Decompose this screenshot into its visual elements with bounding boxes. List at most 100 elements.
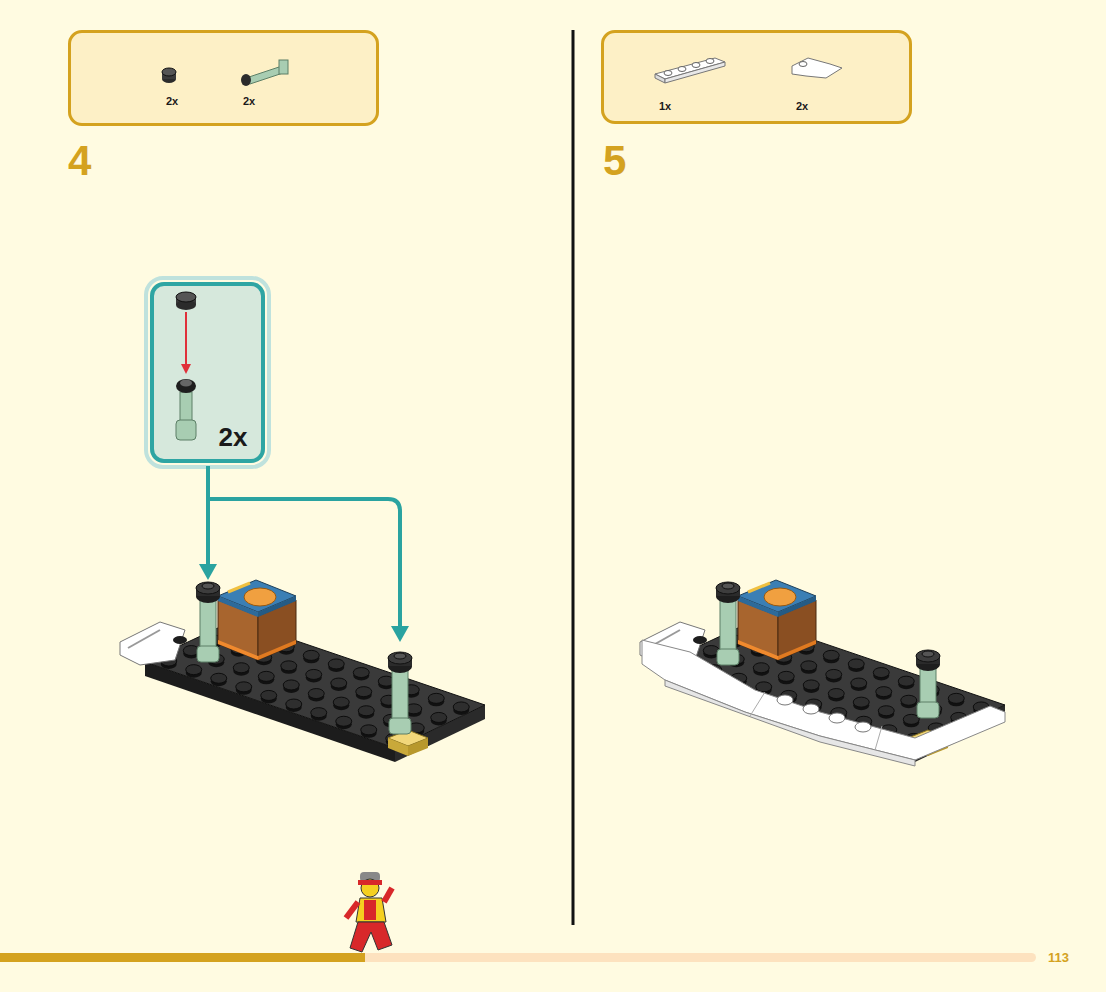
minifig-torso xyxy=(356,898,386,922)
tile-print xyxy=(244,588,276,606)
callout-box: 2x xyxy=(150,282,265,463)
bar-part xyxy=(720,598,736,655)
stud xyxy=(261,690,277,700)
stud xyxy=(878,706,894,716)
stud xyxy=(876,687,892,697)
bar-part xyxy=(197,646,219,662)
stud xyxy=(281,661,297,671)
slope-stud xyxy=(799,62,807,67)
yellow-tile xyxy=(408,738,428,756)
model-illustration xyxy=(120,580,485,762)
round-plate-part xyxy=(162,68,176,76)
printed-tile xyxy=(738,580,816,612)
minifig-vest xyxy=(364,900,376,920)
bar-part xyxy=(176,420,196,440)
callout-arrow-head xyxy=(199,564,217,580)
callout-arrow xyxy=(206,466,210,566)
tile-print xyxy=(764,588,796,606)
stud xyxy=(236,682,252,692)
slope-part xyxy=(792,58,842,78)
step-number: 5 xyxy=(603,140,626,182)
bar-part xyxy=(180,380,192,387)
stud xyxy=(898,676,914,686)
bar-part xyxy=(200,598,216,652)
printed-tile xyxy=(218,580,296,612)
callout-arrow-head xyxy=(391,626,409,642)
plate-part xyxy=(655,74,665,83)
minifig-headband xyxy=(358,880,382,885)
stud xyxy=(693,636,707,644)
stud xyxy=(328,659,344,669)
yellow-tile xyxy=(388,738,408,756)
stud xyxy=(948,693,964,703)
callout-glow xyxy=(146,278,269,467)
plate-part xyxy=(665,62,725,83)
seam xyxy=(750,692,765,716)
stud xyxy=(311,708,327,718)
plate-stud xyxy=(678,67,686,72)
stud xyxy=(901,695,917,705)
parts-box: 1x 2x xyxy=(601,30,912,124)
stud xyxy=(823,650,839,660)
plate-stud xyxy=(706,59,714,64)
progress-bar-fill xyxy=(0,953,365,962)
stud xyxy=(873,668,889,678)
round-plate-part xyxy=(916,650,940,662)
parts-box-fill xyxy=(68,30,379,126)
bar-part xyxy=(392,668,408,724)
brick-base xyxy=(258,640,296,660)
stud xyxy=(258,671,274,681)
parts-icons xyxy=(162,58,842,86)
stud xyxy=(361,725,377,735)
brick-base xyxy=(218,640,258,660)
bar-part xyxy=(717,649,739,665)
plate-stud xyxy=(829,713,845,723)
placement-arrow xyxy=(185,312,187,366)
minifig-arm xyxy=(384,888,392,902)
stud xyxy=(286,699,302,709)
placement-arrow-head xyxy=(181,364,191,374)
callout-illustration xyxy=(176,292,196,440)
bar-part xyxy=(180,392,192,422)
base-plate xyxy=(145,620,485,748)
bar-part xyxy=(241,74,251,86)
stud xyxy=(903,714,919,724)
minifig-arm xyxy=(346,902,358,918)
stud xyxy=(848,659,864,669)
stud xyxy=(801,661,817,671)
quantity-label: 2x xyxy=(796,101,808,112)
tile-print xyxy=(228,583,250,592)
stud xyxy=(233,663,249,673)
callout-box-fill xyxy=(150,282,265,463)
plate-stud xyxy=(692,63,700,68)
round-plate-part xyxy=(196,582,220,594)
stud xyxy=(283,680,299,690)
handle-piece xyxy=(120,622,185,665)
stud xyxy=(828,689,844,699)
model-illustration xyxy=(640,580,1005,766)
bar-part xyxy=(917,702,939,718)
round-plate-part xyxy=(388,652,412,664)
round-plate-stud xyxy=(922,651,934,657)
stud xyxy=(428,693,444,703)
bar-part xyxy=(279,60,288,74)
slope-pieces xyxy=(665,680,915,766)
minifig-legs xyxy=(350,922,392,952)
stud xyxy=(186,665,202,675)
stud xyxy=(756,682,772,692)
quantity-label: 1x xyxy=(659,101,671,112)
minifigure xyxy=(346,872,392,952)
quantity-label: 2x xyxy=(243,96,255,107)
stud xyxy=(333,697,349,707)
stud xyxy=(453,702,469,712)
stud xyxy=(753,663,769,673)
stud xyxy=(331,678,347,688)
stud xyxy=(173,636,187,644)
stud xyxy=(211,673,227,683)
plate-stud xyxy=(664,71,672,76)
stud xyxy=(851,678,867,688)
brick-base xyxy=(778,640,816,660)
handle-bar xyxy=(128,630,160,648)
